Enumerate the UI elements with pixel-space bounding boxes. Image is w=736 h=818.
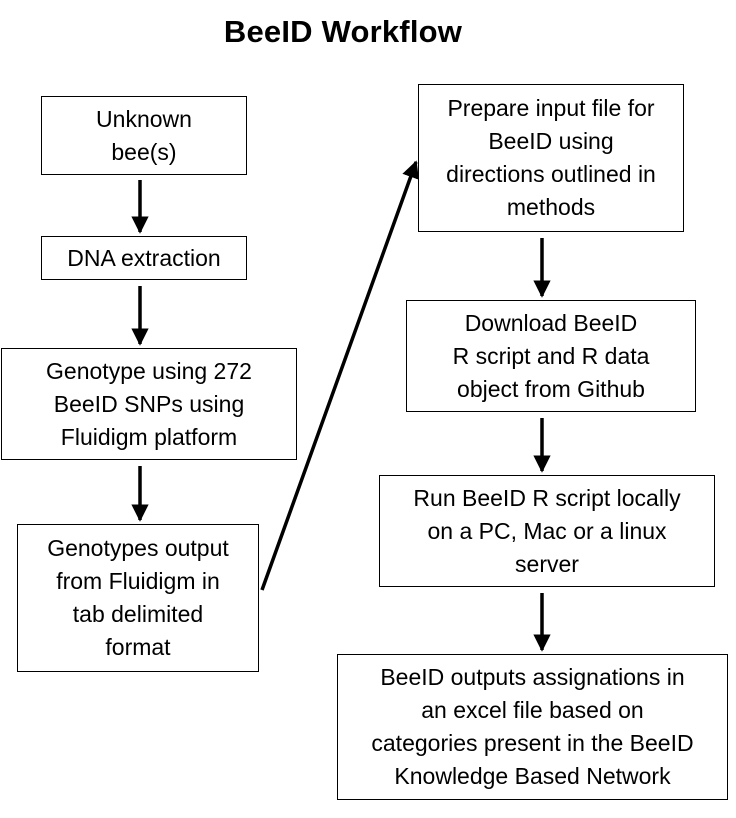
step-dna-extraction: DNA extraction <box>41 236 247 280</box>
step-download-script-label: Download BeeID R script and R data objec… <box>452 309 650 402</box>
step-outputs: BeeID outputs assignations in an excel f… <box>337 654 728 800</box>
step-unknown-bees: Unknown bee(s) <box>41 96 247 175</box>
step-genotype: Genotype using 272 BeeID SNPs using Flui… <box>1 348 297 460</box>
step-prepare-input-label: Prepare input file for BeeID using direc… <box>446 95 656 220</box>
step-genotypes-output-label: Genotypes output from Fluidigm in tab de… <box>47 535 229 660</box>
step-genotypes-output: Genotypes output from Fluidigm in tab de… <box>17 524 259 672</box>
diagram-title: BeeID Workflow <box>223 14 463 49</box>
step-unknown-bees-label: Unknown bee(s) <box>96 105 192 165</box>
step-genotype-label: Genotype using 272 BeeID SNPs using Flui… <box>46 357 252 450</box>
step-dna-extraction-label: DNA extraction <box>67 244 221 271</box>
step-run-script: Run BeeID R script locally on a PC, Mac … <box>379 475 715 587</box>
step-run-script-label: Run BeeID R script locally on a PC, Mac … <box>413 484 681 577</box>
step-download-script: Download BeeID R script and R data objec… <box>406 300 696 412</box>
step-prepare-input: Prepare input file for BeeID using direc… <box>418 84 684 232</box>
step-outputs-label: BeeID outputs assignations in an excel f… <box>371 664 694 789</box>
